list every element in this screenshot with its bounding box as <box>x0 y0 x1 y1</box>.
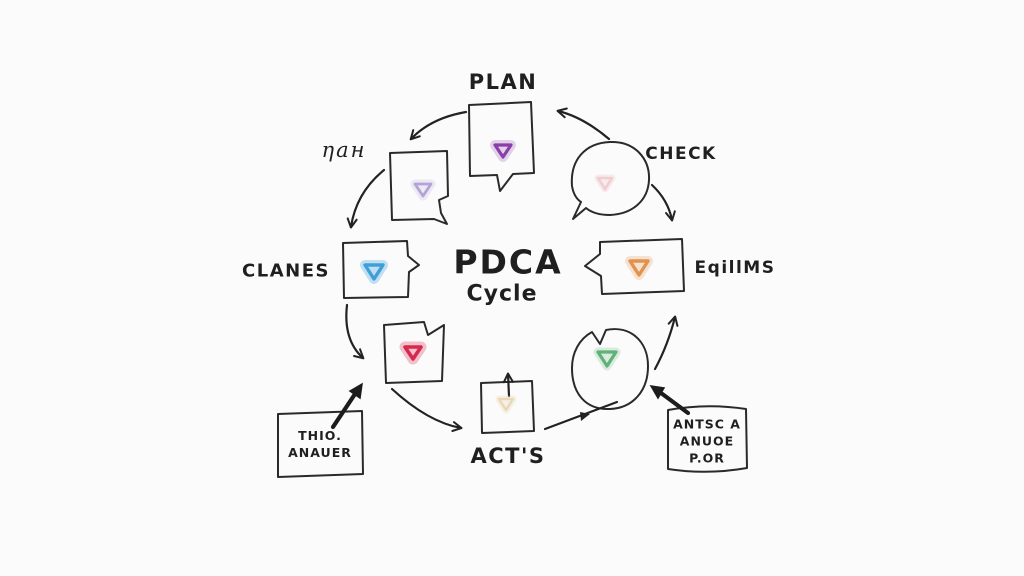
diagram-subtitle: Cycle <box>466 281 538 307</box>
plan-label: PLAN <box>468 70 538 94</box>
clanes-speech-bubble <box>342 240 420 299</box>
diagram-title: PDCA <box>453 242 563 282</box>
bold-arrow-thio-to-red-shaft <box>330 391 358 430</box>
check-speech-circle <box>570 140 651 220</box>
thio-note-text: THIO. ANAUER <box>288 428 352 462</box>
check-label: CHECK <box>645 144 717 164</box>
plan-triangle-down-icon <box>490 140 516 162</box>
thio-note-line2: ANAUER <box>288 445 352 460</box>
antsc-note-line3: P.OR <box>689 450 725 466</box>
plan-speech-bubble <box>468 101 535 192</box>
eqillms-speech-box <box>584 238 685 295</box>
nah-label: ηaн <box>321 138 367 162</box>
antsc-note-text: ANTSC A ANUOE P.OR <box>673 417 741 468</box>
arrow-clanes-to-red <box>345 303 365 360</box>
bold-arrow-antsc-to-green-shaft <box>658 390 691 416</box>
arrow-acts-to-green-head <box>580 412 590 421</box>
check-triangle-down-icon <box>594 174 616 193</box>
arrow-check-to-eqillms <box>650 183 676 222</box>
green-circle <box>571 328 649 411</box>
antsc-note-line2: ANUOE <box>679 433 735 449</box>
arrow-check-to-plan <box>556 107 611 141</box>
arrow-red-to-acts <box>390 387 463 432</box>
red-triangle-down-icon <box>399 341 427 365</box>
thio-note-box <box>277 410 364 478</box>
clanes-triangle-down-icon <box>360 260 388 284</box>
bold-arrow-antsc-to-green-head <box>649 385 666 400</box>
eqillms-label: EqillMS <box>694 258 776 278</box>
bold-arrow-thio-to-red-head <box>348 382 363 400</box>
red-notched-box <box>383 321 445 384</box>
arrow-acts-up <box>502 372 514 398</box>
nah-triangle-down-icon <box>410 179 436 201</box>
acts-triangle-down-icon <box>495 395 517 414</box>
eqillms-triangle-down-icon <box>625 256 653 280</box>
acts-box <box>480 380 535 434</box>
nah-speech-bubble <box>389 150 449 225</box>
arrow-green-to-eqillms <box>653 315 679 371</box>
arrow-plan-to-nah <box>409 110 468 141</box>
green-triangle-down-icon <box>593 347 621 371</box>
acts-label: ACT'S <box>470 444 546 468</box>
arrow-nah-to-clanes <box>346 168 386 229</box>
antsc-note-line1: ANTSC A <box>673 416 741 432</box>
clanes-label: CLANES <box>242 260 330 282</box>
thio-note-line1: THIO. <box>298 428 342 444</box>
antsc-note-box <box>667 405 748 473</box>
